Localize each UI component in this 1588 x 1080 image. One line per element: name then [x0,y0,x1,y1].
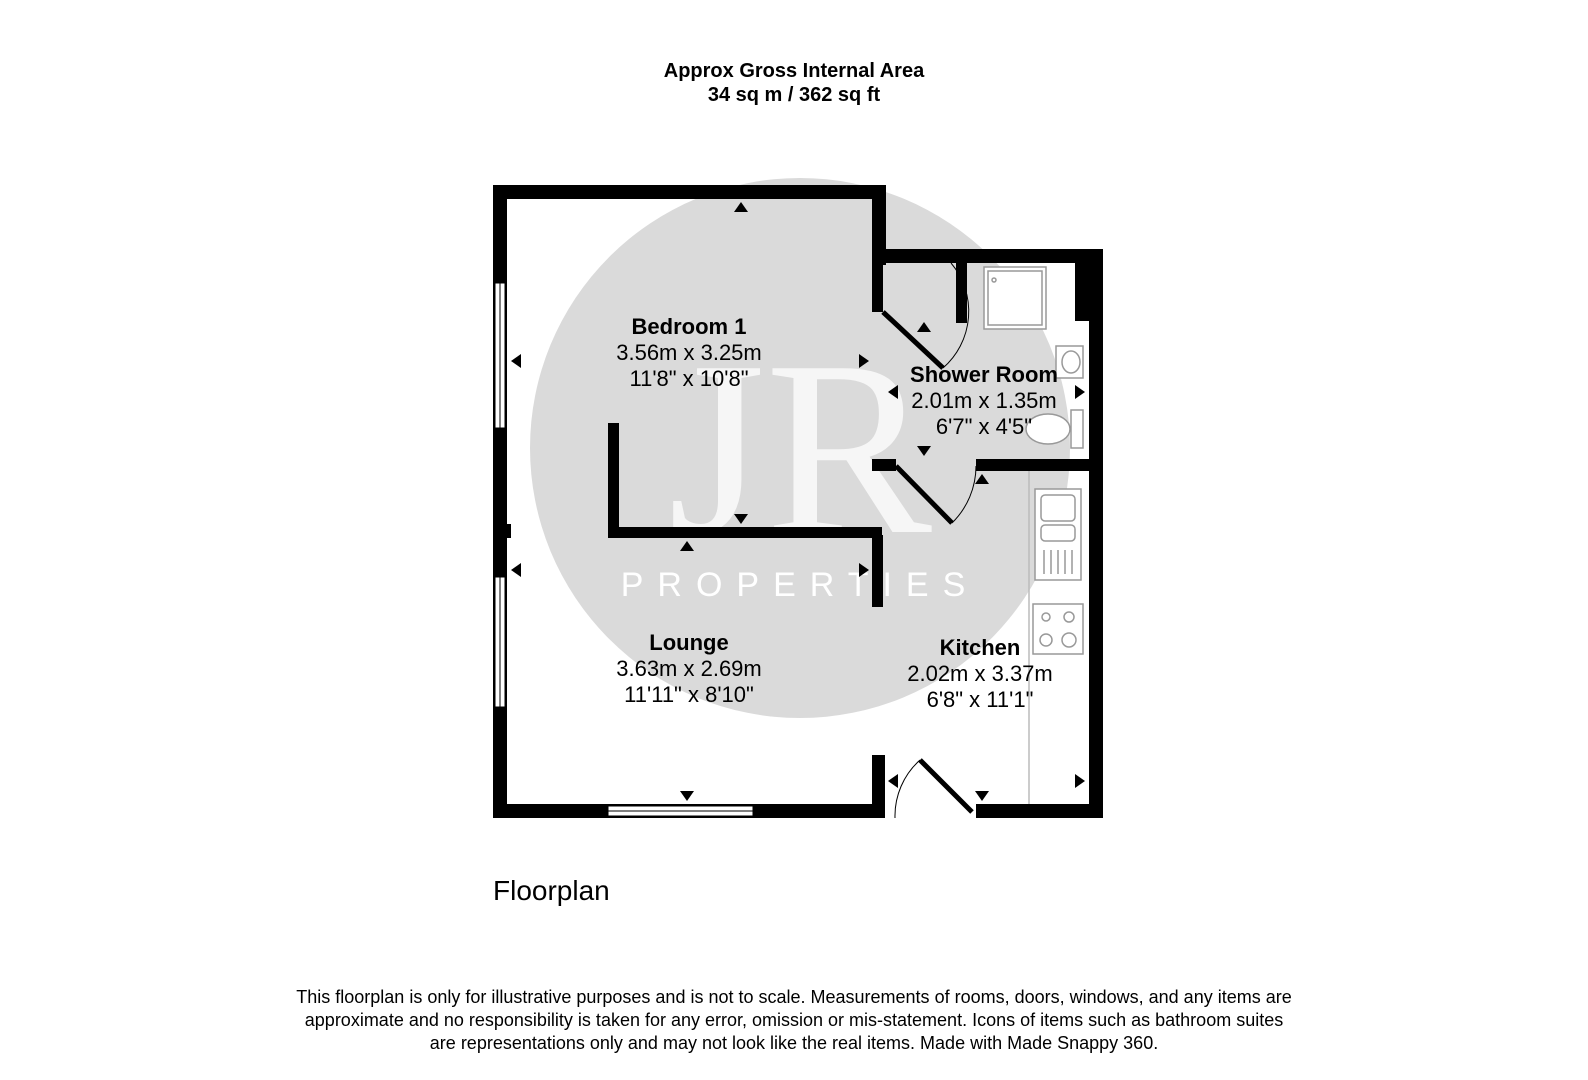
arrow-down-icon [975,791,989,801]
shower-tray [983,266,1047,330]
wall-bottom-right [976,804,1103,818]
hob-ring-2 [1063,611,1075,623]
watermark-disc [530,178,1070,718]
room-name: Bedroom 1 [632,314,747,339]
room-metric: 3.63m x 2.69m [616,656,762,681]
arrow-down-icon [734,514,748,524]
wall-partition-upper [872,185,883,312]
wall-left [493,185,507,818]
room-name: Kitchen [940,635,1021,660]
arrow-left-icon [888,774,898,788]
disclaimer: This floorplan is only for illustrative … [244,986,1344,1055]
disclaimer-line: approximate and no responsibility is tak… [304,1010,1284,1030]
arrow-up-icon [917,322,931,332]
arrow-up-icon [680,541,694,551]
arrow-down-icon [917,446,931,456]
wall-bedroom-stub [608,423,619,538]
wall-partition-lower [872,535,883,607]
room-imperial: 11'11" x 8'10" [624,682,754,707]
floorplan-caption: Floorplan [493,875,610,906]
interior-walls [493,185,1103,818]
room-metric: 2.01m x 1.35m [911,388,1057,413]
wall-shower-top [872,249,1103,263]
hob-ring-1 [1041,612,1051,622]
toilet-bowl [1025,413,1071,445]
shower-tray-inner [987,270,1043,326]
wall-shower-inner [956,263,967,323]
area-header: Approx Gross Internal Area 34 sq m / 362… [0,59,1588,107]
sink-bowl [1040,494,1076,522]
wall-shower-bottom [872,459,896,471]
drainer-icon [1043,550,1073,574]
door-kitchen-swing [951,465,977,524]
room-imperial: 6'7" x 4'5" [936,414,1032,439]
watermark-logo: JR [668,310,932,587]
arrow-down-icon [680,791,694,801]
basin-bowl [1061,350,1081,374]
basin [1055,345,1084,379]
wall-entry-jamb [872,755,885,818]
fixtures [983,266,1084,804]
wall-right [1089,249,1103,818]
shower-drain-icon [991,277,997,283]
toilet-cistern [1070,409,1084,449]
arrow-right-icon [1075,385,1085,399]
doors [881,262,977,819]
hob [1032,603,1084,655]
area-size: 34 sq m / 362 sq ft [707,84,881,106]
door-entry-leaf [918,758,974,814]
arrow-up-icon [975,474,989,484]
room-name: Shower Room [910,362,1058,387]
room-metric: 3.56m x 3.25m [616,340,762,365]
arrow-left-icon [511,354,521,368]
arrow-right-icon [859,563,869,577]
disclaimer-line: are representations only and may not loo… [429,1033,1159,1053]
disclaimer-line: This floorplan is only for illustrative … [296,987,1292,1007]
hob-ring-3 [1039,633,1053,647]
door-kitchen-leaf [894,464,954,525]
room-imperial: 11'8" x 10'8" [629,366,748,391]
wall-right-pier [1075,249,1103,321]
windows [494,282,754,817]
arrow-right-icon [859,354,869,368]
wall-bedroom-bottom [608,527,882,538]
door-shower-leaf [881,310,945,370]
sink-bowl-small [1040,524,1076,542]
arrow-up-icon [734,202,748,212]
door-entry-swing [894,759,921,819]
watermark-subtitle: PROPERTIES [621,566,980,604]
room-labels: Bedroom 1 3.56m x 3.25m 11'8" x 10'8" Sh… [616,314,1058,712]
wall-top [493,185,886,199]
arrow-left-icon [888,385,898,399]
wall-left-pier [493,524,511,538]
arrow-left-icon [511,563,521,577]
room-metric: 2.02m x 3.37m [907,661,1053,686]
arrow-right-icon [1075,774,1085,788]
hob-ring-4 [1061,632,1077,648]
door-shower-swing [942,262,970,369]
wall-shower-bottom-right [976,459,1103,471]
room-imperial: 6'8" x 11'1" [927,687,1034,712]
area-title: Approx Gross Internal Area [663,60,925,82]
dimension-markers [511,202,1085,801]
room-name: Lounge [649,630,728,655]
watermark: JR PROPERTIES [530,178,1070,718]
